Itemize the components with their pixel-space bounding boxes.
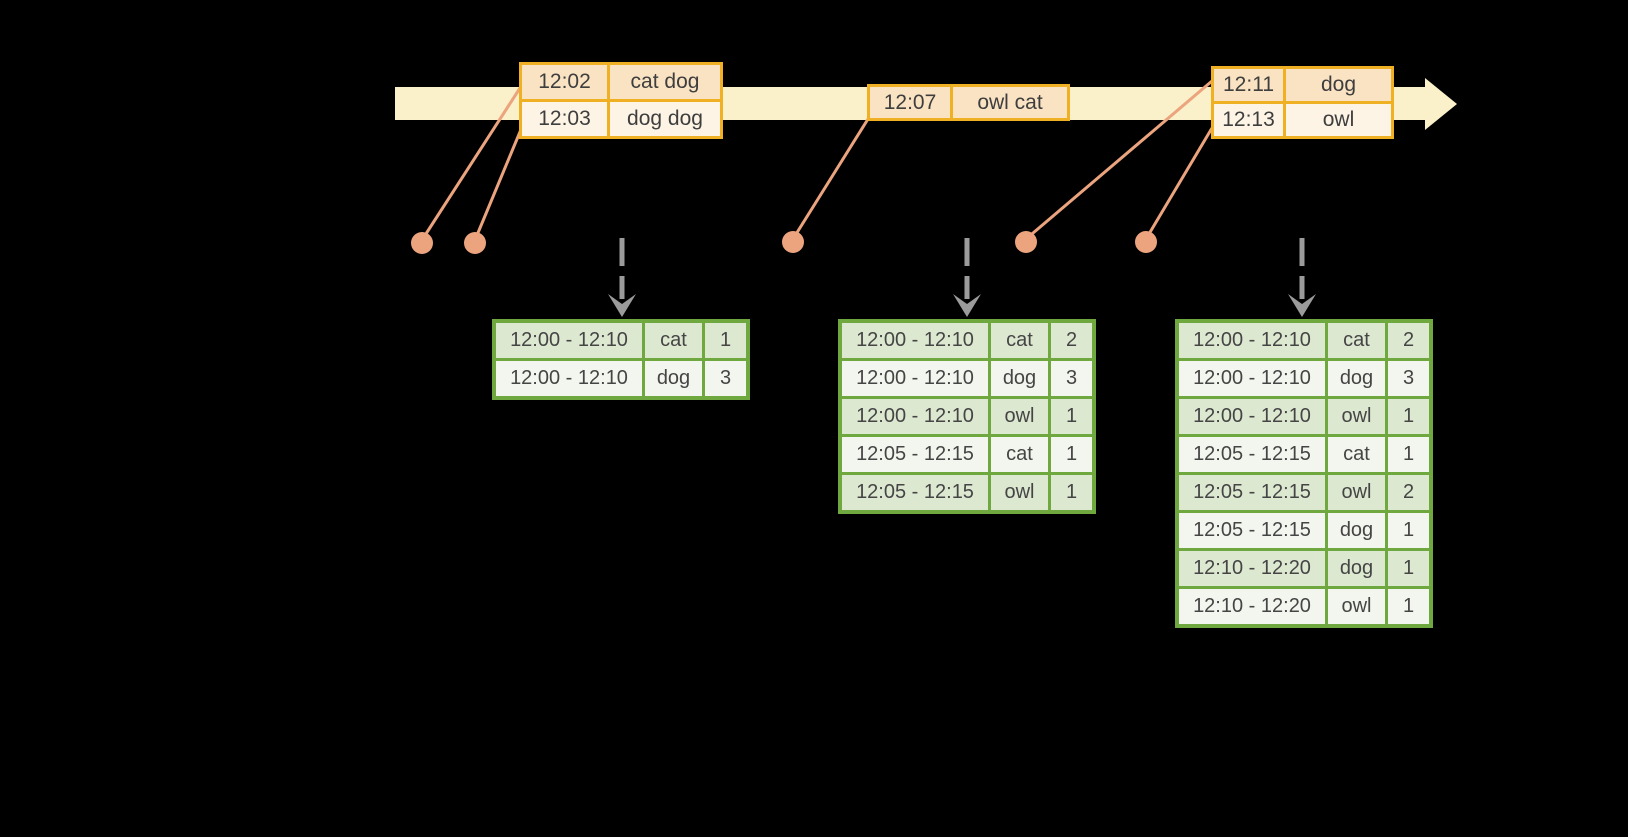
window-cell: 12:00 - 12:10 — [1179, 323, 1325, 358]
word-cell: owl — [991, 475, 1048, 510]
count-cell: 1 — [1388, 589, 1429, 624]
down-arrow-icon — [608, 294, 636, 317]
event-table-1: 12:02 cat dog 12:03 dog dog — [519, 62, 723, 139]
word-cell: owl — [1328, 589, 1385, 624]
word-cell: dog — [645, 361, 702, 396]
window-cell: 12:05 - 12:15 — [1179, 475, 1325, 510]
connector-line — [1144, 127, 1214, 240]
window-cell: 12:00 - 12:10 — [496, 361, 642, 396]
word-cell: cat — [1328, 323, 1385, 358]
event-dot — [411, 232, 433, 254]
word-cell: dog — [991, 361, 1048, 396]
result-table-3: 12:00 - 12:10 cat 2 12:00 - 12:10 dog 3 … — [1175, 319, 1433, 628]
event-words-cell: owl — [1286, 104, 1391, 136]
count-cell: 1 — [705, 323, 746, 358]
window-cell: 12:05 - 12:15 — [1179, 513, 1325, 548]
event-time-cell: 12:13 — [1214, 104, 1283, 136]
count-cell: 2 — [1388, 475, 1429, 510]
window-cell: 12:05 - 12:15 — [842, 437, 988, 472]
word-cell: cat — [991, 323, 1048, 358]
window-cell: 12:00 - 12:10 — [842, 323, 988, 358]
window-cell: 12:00 - 12:10 — [842, 361, 988, 396]
trigger-arrows — [619, 238, 1305, 299]
result-table-2: 12:00 - 12:10 cat 2 12:00 - 12:10 dog 3 … — [838, 319, 1096, 514]
event-words-cell: dog — [1286, 69, 1391, 101]
down-arrow-icon — [953, 294, 981, 317]
event-time-cell: 12:03 — [522, 102, 607, 136]
count-cell: 2 — [1051, 323, 1092, 358]
connector-lines — [420, 79, 1214, 241]
event-dots — [411, 231, 1157, 254]
event-dot — [464, 232, 486, 254]
word-cell: dog — [1328, 513, 1385, 548]
count-cell: 1 — [1051, 437, 1092, 472]
word-cell: cat — [991, 437, 1048, 472]
connector-line — [791, 118, 870, 240]
window-cell: 12:05 - 12:15 — [1179, 437, 1325, 472]
count-cell: 1 — [1051, 399, 1092, 434]
event-table-2: 12:07 owl cat — [867, 84, 1070, 121]
trigger-arrowheads — [608, 294, 1316, 317]
connector-line — [1025, 79, 1213, 241]
word-cell: dog — [1328, 551, 1385, 586]
timeline-arrowhead-icon — [1425, 78, 1457, 130]
count-cell: 3 — [705, 361, 746, 396]
event-time-cell: 12:11 — [1214, 69, 1283, 101]
event-time-cell: 12:07 — [870, 87, 950, 118]
word-cell: owl — [1328, 475, 1385, 510]
window-cell: 12:10 - 12:20 — [1179, 551, 1325, 586]
word-cell: dog — [1328, 361, 1385, 396]
event-dot — [782, 231, 804, 253]
count-cell: 2 — [1388, 323, 1429, 358]
word-cell: owl — [1328, 399, 1385, 434]
event-time-cell: 12:02 — [522, 65, 607, 99]
event-words-cell: cat dog — [610, 65, 720, 99]
word-cell: cat — [1328, 437, 1385, 472]
count-cell: 1 — [1388, 399, 1429, 434]
count-cell: 3 — [1388, 361, 1429, 396]
count-cell: 3 — [1051, 361, 1092, 396]
window-cell: 12:00 - 12:10 — [1179, 399, 1325, 434]
window-cell: 12:05 - 12:15 — [842, 475, 988, 510]
down-arrow-icon — [1288, 294, 1316, 317]
event-table-3: 12:11 dog 12:13 owl — [1211, 66, 1394, 139]
window-cell: 12:10 - 12:20 — [1179, 589, 1325, 624]
event-words-cell: dog dog — [610, 102, 720, 136]
count-cell: 1 — [1388, 437, 1429, 472]
event-words-cell: owl cat — [953, 87, 1067, 118]
window-cell: 12:00 - 12:10 — [496, 323, 642, 358]
connector-line — [420, 87, 522, 241]
result-table-1: 12:00 - 12:10 cat 1 12:00 - 12:10 dog 3 — [492, 319, 750, 400]
word-cell: owl — [991, 399, 1048, 434]
count-cell: 1 — [1388, 551, 1429, 586]
count-cell: 1 — [1051, 475, 1092, 510]
window-cell: 12:00 - 12:10 — [842, 399, 988, 434]
count-cell: 1 — [1388, 513, 1429, 548]
event-dot — [1135, 231, 1157, 253]
event-dot — [1015, 231, 1037, 253]
connector-line — [473, 126, 524, 241]
window-cell: 12:00 - 12:10 — [1179, 361, 1325, 396]
word-cell: cat — [645, 323, 702, 358]
